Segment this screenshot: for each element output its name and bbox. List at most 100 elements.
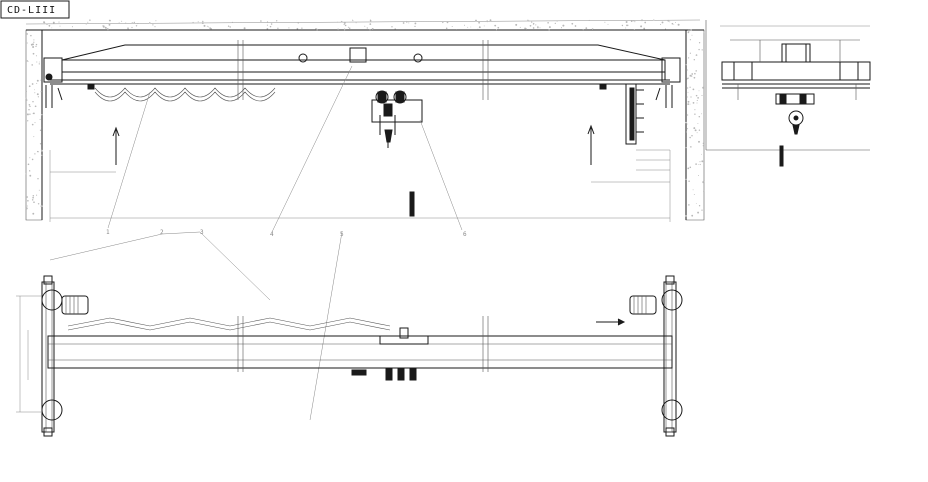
stipple-dot bbox=[371, 28, 374, 30]
end-carriage-right bbox=[655, 57, 681, 108]
stipple-dot bbox=[26, 99, 28, 101]
stipple-dot bbox=[33, 136, 35, 138]
stipple-dot bbox=[408, 22, 410, 24]
plan-drive-motor-left bbox=[61, 295, 89, 315]
stipple-dot bbox=[697, 211, 700, 214]
stipple-dot bbox=[494, 24, 497, 27]
stipple-dot bbox=[697, 163, 699, 165]
stipple-dot bbox=[149, 22, 151, 24]
stipple-dot bbox=[39, 79, 41, 81]
stipple-dot bbox=[26, 113, 29, 116]
stipple-dot bbox=[671, 22, 674, 25]
stipple-dot bbox=[402, 22, 405, 24]
stipple-dot bbox=[266, 27, 269, 30]
drawing-code-box: CD-LIII bbox=[0, 0, 70, 19]
stipple-dot bbox=[229, 26, 231, 28]
stipple-dot bbox=[207, 26, 209, 28]
travel-direction-arrow bbox=[596, 318, 626, 326]
stipple-dot bbox=[29, 174, 32, 177]
stipple-dot bbox=[25, 97, 27, 100]
callout-leaders bbox=[49, 65, 463, 421]
stipple-dot bbox=[48, 24, 51, 27]
stipple-dot bbox=[478, 21, 480, 24]
stipple-dot bbox=[685, 121, 687, 124]
stipple-dot bbox=[270, 23, 273, 25]
stipple-dot bbox=[702, 142, 704, 144]
stipple-dot bbox=[36, 79, 39, 82]
stipple-dot bbox=[634, 21, 636, 23]
stipple-dot bbox=[198, 28, 200, 30]
stipple-dot bbox=[701, 113, 703, 115]
stipple-dot bbox=[693, 59, 695, 61]
stipple-dot bbox=[243, 27, 246, 30]
stipple-dot bbox=[27, 163, 30, 166]
stipple-dot bbox=[527, 19, 529, 21]
stipple-dot bbox=[34, 122, 36, 124]
stipple-dot bbox=[446, 21, 449, 24]
stipple-dot bbox=[366, 27, 368, 29]
stipple-dot bbox=[685, 64, 687, 66]
stipple-dot bbox=[37, 96, 40, 98]
stipple-dot bbox=[701, 209, 703, 211]
side-elevation-view bbox=[705, 20, 871, 167]
stipple-dot bbox=[475, 19, 477, 22]
stipple-dot bbox=[689, 136, 691, 139]
stipple-dot bbox=[539, 27, 541, 29]
stipple-dot bbox=[133, 21, 136, 24]
stipple-dot bbox=[343, 28, 346, 31]
stipple-dot bbox=[701, 160, 704, 163]
stipple-dot bbox=[32, 196, 34, 199]
stipple-dot bbox=[414, 22, 417, 25]
stipple-dot bbox=[296, 27, 299, 30]
stipple-dot bbox=[690, 96, 692, 98]
stipple-dot bbox=[33, 39, 35, 41]
cable-festoon bbox=[87, 84, 607, 102]
stipple-dot bbox=[695, 94, 698, 97]
stipple-dot bbox=[31, 64, 33, 66]
stipple-dot bbox=[227, 25, 230, 27]
stipple-dot bbox=[131, 26, 133, 29]
stipple-dot bbox=[664, 28, 667, 30]
stipple-dot bbox=[39, 129, 42, 131]
stipple-dot bbox=[445, 27, 448, 30]
stipple-dot bbox=[36, 194, 38, 196]
stipple-dot bbox=[364, 25, 366, 27]
stipple-dot bbox=[675, 22, 676, 24]
electric-hoist bbox=[371, 90, 423, 148]
stipple-dot bbox=[26, 196, 29, 198]
stipple-dot bbox=[29, 113, 31, 115]
stipple-dot bbox=[36, 93, 39, 96]
stipple-dot bbox=[688, 29, 690, 32]
stipple-dot bbox=[571, 22, 574, 25]
stipple-dot bbox=[537, 25, 539, 27]
stipple-dot bbox=[26, 205, 28, 207]
stipple-dot bbox=[260, 20, 262, 22]
stipple-dot bbox=[391, 26, 393, 28]
stipple-dot bbox=[633, 29, 635, 31]
stipple-dot bbox=[32, 212, 35, 215]
stipple-dot bbox=[109, 19, 111, 22]
stipple-dot bbox=[701, 94, 703, 97]
stipple-dot bbox=[692, 88, 695, 91]
stipple-dot bbox=[661, 21, 664, 24]
stipple-dot bbox=[660, 23, 662, 25]
stipple-dot bbox=[604, 21, 606, 23]
stipple-dot bbox=[31, 199, 34, 201]
stipple-dot bbox=[703, 32, 705, 34]
stipple-dot bbox=[28, 103, 31, 106]
building-wall-right bbox=[685, 29, 705, 221]
stipple-dot bbox=[693, 194, 695, 195]
stipple-dot bbox=[685, 131, 688, 133]
stipple-dot bbox=[369, 29, 371, 31]
stipple-dot bbox=[35, 43, 38, 46]
stipple-dot bbox=[698, 90, 700, 92]
stipple-dot bbox=[625, 27, 627, 29]
plan-end-carriage-left bbox=[41, 275, 63, 437]
stipple-dot bbox=[33, 201, 35, 204]
stipple-dot bbox=[154, 26, 156, 28]
stipple-dot bbox=[201, 22, 204, 25]
plan-girder bbox=[47, 316, 673, 372]
stipple-dot bbox=[537, 26, 539, 29]
stipple-dot bbox=[85, 23, 87, 25]
stipple-dot bbox=[695, 163, 697, 165]
